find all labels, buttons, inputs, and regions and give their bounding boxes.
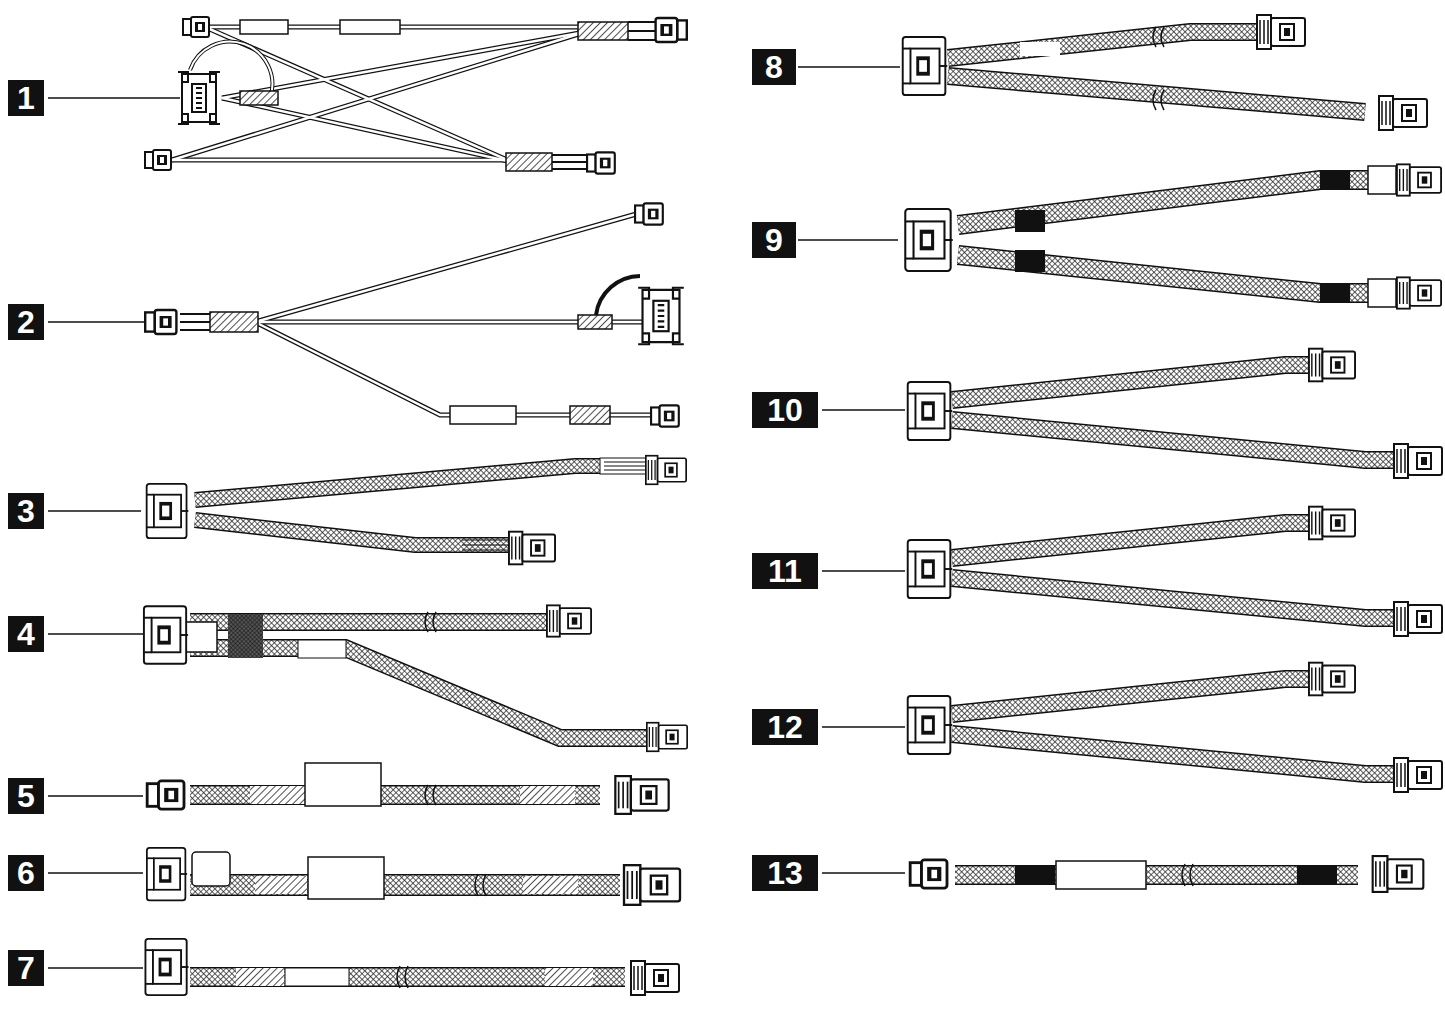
callout-number: 2 (8, 304, 44, 340)
callout-number: 7 (8, 950, 44, 986)
callout-number: 10 (752, 392, 818, 428)
callout-number: 6 (8, 855, 44, 891)
callout-number: 5 (8, 778, 44, 814)
callout-text: 9 (765, 222, 783, 258)
callout-text: 1 (17, 80, 35, 116)
callout-text: 10 (767, 392, 803, 428)
callout-text: 7 (17, 950, 35, 986)
callout-text: 4 (17, 616, 35, 652)
callout-text: 8 (765, 49, 783, 85)
callout-number: 8 (752, 49, 796, 85)
callout-number: 13 (752, 855, 818, 891)
callout-text: 13 (767, 855, 803, 891)
callout-text: 2 (17, 304, 35, 340)
callout-number: 12 (752, 709, 818, 745)
callout-text: 11 (768, 553, 802, 589)
callout-number: 9 (752, 222, 796, 258)
callout-number: 1 (8, 80, 44, 116)
callout-text: 3 (17, 493, 35, 529)
callout-number: 4 (8, 616, 44, 652)
callout-text: 6 (17, 855, 35, 891)
callout-number: 11 (752, 553, 818, 589)
callout-text: 12 (767, 709, 803, 745)
callout-number: 3 (8, 493, 44, 529)
callout-text: 5 (17, 778, 35, 814)
